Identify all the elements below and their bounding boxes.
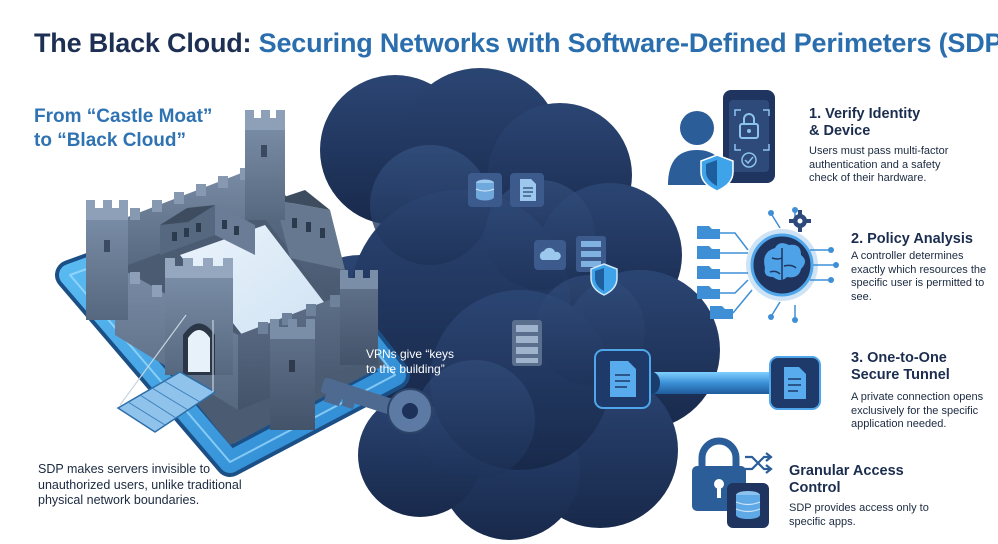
gear-icon — [789, 210, 811, 232]
subtitle-line-1: From “Castle Moat” — [34, 106, 213, 127]
shuffle-icon — [745, 452, 773, 474]
cloud-storage-icon — [534, 240, 566, 270]
castle-tower-left — [86, 200, 128, 320]
subtitle-line-2: to “Black Cloud” — [34, 130, 187, 151]
tunnel-document-icon — [594, 349, 821, 410]
step-4-title-line-1: Granular Access — [789, 463, 904, 479]
vpn-note-line-2: to the building” — [366, 362, 445, 376]
step-4-title-line-2: Control — [789, 480, 841, 496]
cloud-server-rack-icon — [512, 320, 542, 366]
castle-gatehouse — [165, 258, 233, 375]
sdp-note: SDP makes servers invisible to unauthori… — [38, 462, 242, 507]
step-3-title: 3. One-to-One Secure Tunnel — [851, 350, 950, 384]
cloud-server-icon — [576, 236, 606, 272]
cloud-database-icon — [468, 173, 502, 207]
step-1-title-line-1: 1. Verify Identity — [809, 106, 921, 122]
step-2-title: 2. Policy Analysis — [851, 231, 973, 248]
step-2-title-line-1: 2. Policy Analysis — [851, 231, 973, 247]
vpn-note-line-1: VPNs give “keys — [366, 347, 455, 361]
step-1-text: Users must pass multi-factor authenticat… — [809, 145, 949, 184]
drawbridge — [116, 314, 217, 433]
vpn-note: VPNs give “keys to the building” — [366, 347, 486, 377]
lock-database-icon — [692, 437, 773, 528]
castle-tower-back — [245, 110, 285, 220]
step-2-text: A controller determines exactly which re… — [851, 250, 987, 303]
title-part-1: The Black Cloud: — [34, 28, 252, 58]
step-3-text: A private connection opens exclusively f… — [851, 391, 984, 430]
cloud-document-icon — [510, 173, 544, 207]
brain-controller-icon — [697, 207, 839, 323]
castle-tower-front — [270, 319, 315, 430]
step-1-title: 1. Verify Identity & Device — [809, 106, 920, 140]
castle — [86, 110, 385, 445]
castle-tower-right — [340, 270, 378, 365]
step-4-title: Granular Access Control — [789, 463, 904, 497]
step-4-text: SDP provides access only to specific app… — [789, 502, 929, 528]
key-icon — [320, 377, 433, 434]
step-3-title-line-1: 3. One-to-One — [851, 350, 947, 366]
page-title: The Black Cloud: Securing Networks with … — [34, 28, 998, 59]
step-3-title-line-2: Secure Tunnel — [851, 367, 950, 383]
user-shield-phone-icon — [668, 90, 775, 192]
title-part-2: Securing Networks with Software-Defined … — [258, 28, 998, 58]
cloud-shield-icon — [590, 263, 618, 296]
step-1-title-line-2: & Device — [809, 123, 871, 139]
section-subtitle: From “Castle Moat” to “Black Cloud” — [34, 105, 274, 153]
